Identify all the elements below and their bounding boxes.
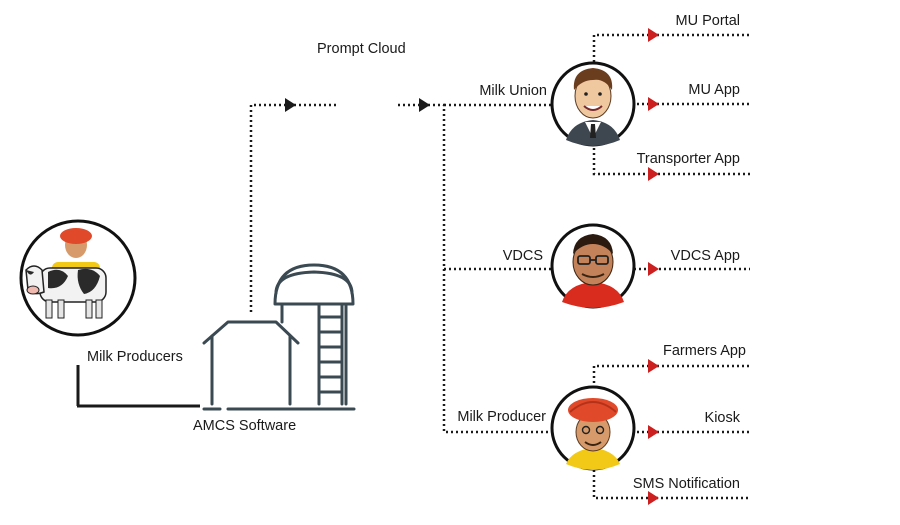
arrow-vdcs-app [648,262,659,276]
arrow-sms-notification [648,491,659,505]
arrow-farmers-app [648,359,659,373]
dotted-connectors [249,33,750,500]
arrow-from-prompt-cloud [419,98,430,112]
milk-producer-label: Milk Producer [457,409,546,425]
arrow-transporter-app [648,167,659,181]
transporter-app-label: Transporter App [636,151,740,167]
mu-portal-label: MU Portal [675,13,740,29]
producer-to-amcs-connector [76,365,200,408]
amcs-software-label: AMCS Software [193,418,297,434]
amcs-software-icon [202,263,356,411]
arrow-kiosk [648,425,659,439]
arrowheads [285,28,659,505]
milk-producer-avatar [550,385,636,471]
sms-notification-label: SMS Notification [632,476,740,492]
vdcs-avatar [550,223,636,309]
prompt-cloud-label: Prompt Cloud [317,41,406,57]
mu-app-label: MU App [688,82,740,98]
milk-union-label: Milk Union [479,83,547,99]
arrow-mu-portal [648,28,659,42]
farmers-app-label: Farmers App [663,343,746,359]
arrow-mu-app [648,97,659,111]
milk-union-avatar [550,61,636,147]
arrow-to-prompt-cloud [285,98,296,112]
vdcs-label: VDCS [502,248,543,264]
milk-producers-icon [19,219,137,337]
vdcs-app-label: VDCS App [670,248,740,264]
milk-producers-label: Milk Producers [87,349,183,365]
kiosk-label: Kiosk [704,410,740,426]
